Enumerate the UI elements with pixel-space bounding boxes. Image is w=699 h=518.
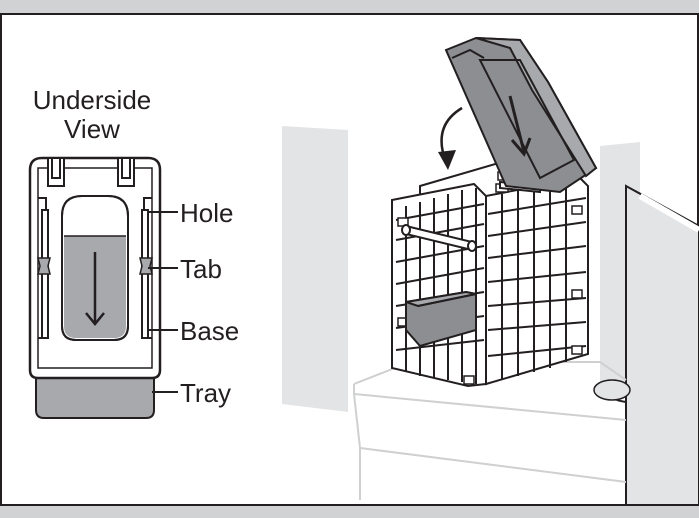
rotate-arrow-head: [438, 150, 456, 170]
callout-leaders: [148, 211, 178, 393]
left-tine-panel: [282, 126, 348, 412]
rack-tray: [405, 290, 477, 348]
tab-markers: [37, 257, 153, 275]
callout-tab: Tab: [180, 254, 222, 284]
tray-band: [35, 377, 155, 419]
top-clips: [47, 157, 135, 187]
rack-scene: [282, 36, 699, 506]
callout-hole: Hole: [180, 198, 233, 228]
lid-slide-arrow-icon: [508, 95, 532, 157]
underside-view: Underside View: [28, 85, 239, 419]
door-panel: [625, 184, 699, 506]
callout-base: Base: [180, 316, 239, 346]
underside-title-line2: View: [64, 114, 120, 144]
side-grid: [487, 182, 587, 380]
underside-title-line1: Underside: [33, 85, 152, 115]
callout-tray: Tray: [180, 378, 231, 408]
rack-lid: [444, 36, 598, 194]
slide-arrow-icon: [85, 252, 105, 326]
